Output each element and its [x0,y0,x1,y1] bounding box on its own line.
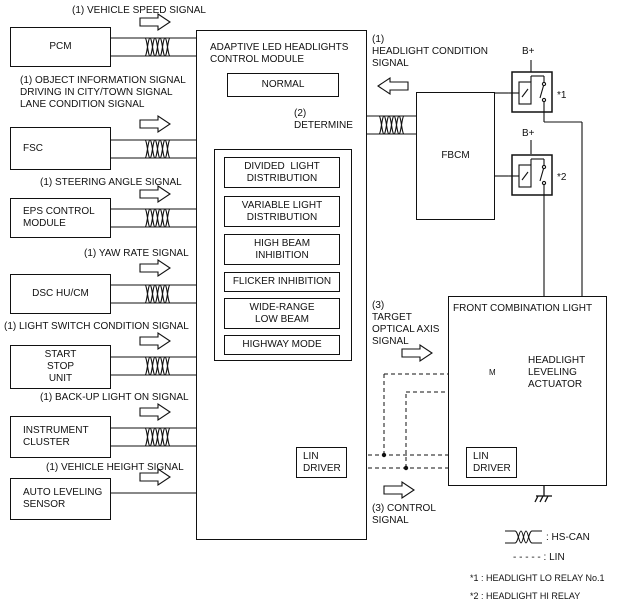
mode-divided: DIVIDED LIGHT DISTRIBUTION [224,157,340,188]
signal-label-pcm: (1) VEHICLE SPEED SIGNAL [72,5,206,16]
hs-can-fbcm [366,76,416,135]
mode-highway: HIGHWAY MODE [224,335,340,355]
module-lin-driver: LIN DRIVER [296,447,347,478]
relay-mark-2: *2 [557,172,567,183]
unit-eps: EPS CONTROL MODULE [10,198,111,238]
control-arrow [383,480,415,500]
control-signal-label: (3) CONTROL SIGNAL [372,503,436,526]
unit-pcm: PCM [10,27,111,67]
mode-wide-range: WIDE-RANGE LOW BEAM [224,298,340,329]
legend-note-2: *2 : HEADLIGHT HI RELAY [470,591,581,601]
target-signal-label: (3) TARGET OPTICAL AXIS SIGNAL [372,300,440,347]
front-light-title: FRONT COMBINATION LIGHT [453,303,593,314]
legend-hs-can: : HS-CAN [546,532,590,543]
hs-can-left-lines [110,37,196,494]
legend-note-1: *1 : HEADLIGHT LO RELAY No.1 [470,573,605,583]
ground-symbol [534,486,552,503]
unit-auto-leveling: AUTO LEVELING SENSOR [10,478,111,520]
unit-dsc: DSC HU/CM [10,274,111,314]
control-module-title: ADAPTIVE LED HEADLIGHTS CONTROL MODULE [210,42,349,65]
unit-fsc: FSC [10,127,111,170]
signal-label-instrument: (1) BACK-UP LIGHT ON SIGNAL [40,392,189,403]
fbcm-signal-label: (1) HEADLIGHT CONDITION SIGNAL [372,34,488,69]
mode-normal: NORMAL [227,73,339,97]
mode-flicker-inhibition: FLICKER INHIBITION [224,272,340,292]
unit-start-stop: START STOP UNIT [10,345,111,389]
signal-label-fsc: (1) OBJECT INFORMATION SIGNAL DRIVING IN… [20,75,186,110]
signal-label-auto-leveling: (1) VEHICLE HEIGHT SIGNAL [46,462,184,473]
signal-label-start-stop: (1) LIGHT SWITCH CONDITION SIGNAL [4,321,189,332]
target-arrow [401,343,433,363]
determine-label: (2) DETERMINE [294,108,353,131]
legend-lin: - - - - - : LIN [513,552,565,563]
fbcm: FBCM [416,92,495,220]
relay-mark-1: *1 [557,90,567,101]
unit-instrument-cluster: INSTRUMENT CLUSTER [10,416,111,458]
actuator-label: HEADLIGHT LEVELING ACTUATOR [528,355,586,390]
mode-variable: VARIABLE LIGHT DISTRIBUTION [224,196,340,227]
b-plus-1: B+ [522,46,535,57]
front-lin-driver: LIN DRIVER [466,447,517,478]
motor-label: M [489,368,496,377]
mode-high-beam-inhibition: HIGH BEAM INHIBITION [224,234,340,265]
relay-lines [494,60,583,296]
signal-label-dsc: (1) YAW RATE SIGNAL [84,248,189,259]
legend-hs-can-symbol [505,530,542,544]
signal-label-eps: (1) STEERING ANGLE SIGNAL [40,177,182,188]
b-plus-2: B+ [522,128,535,139]
